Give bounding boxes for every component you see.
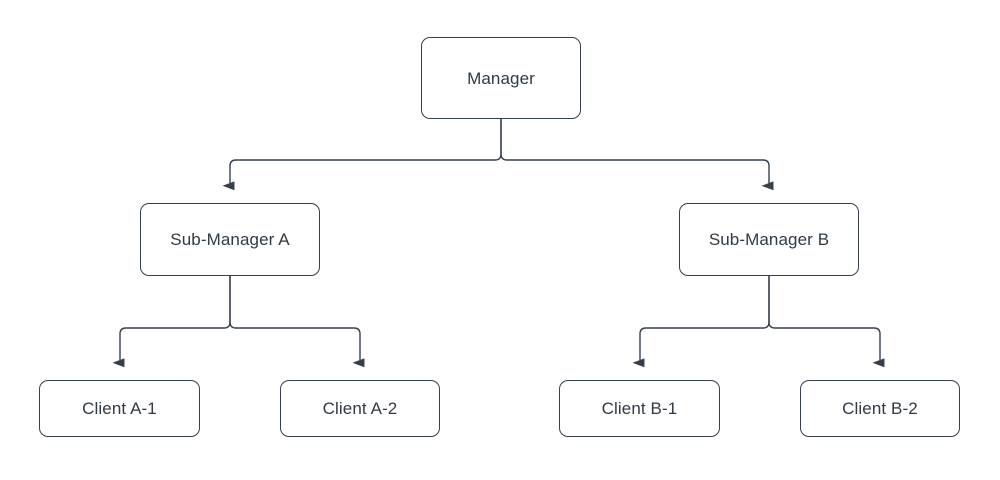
- node-manager[interactable]: Manager: [421, 37, 581, 119]
- node-client-b-2[interactable]: Client B-2: [800, 380, 960, 437]
- edge-sub-manager-a-to-client-a-2: [229, 275, 365, 368]
- node-client-a-1-label: Client A-1: [82, 399, 157, 418]
- node-client-b-2-label: Client B-2: [842, 399, 918, 418]
- node-client-a-2[interactable]: Client A-2: [280, 380, 440, 437]
- node-client-b-1[interactable]: Client B-1: [559, 380, 720, 437]
- node-sub-manager-a-label: Sub-Manager A: [170, 230, 290, 249]
- edge-sub-manager-b-to-client-b-1: [632, 275, 770, 368]
- edge-manager-to-sub-manager-a: [222, 118, 502, 191]
- node-client-a-1[interactable]: Client A-1: [39, 380, 200, 437]
- edge-manager-to-sub-manager-b: [500, 118, 774, 191]
- node-sub-manager-a[interactable]: Sub-Manager A: [140, 203, 320, 276]
- node-sub-manager-b[interactable]: Sub-Manager B: [679, 203, 859, 276]
- node-client-a-2-label: Client A-2: [322, 399, 398, 418]
- node-client-b-1-label: Client B-1: [601, 399, 678, 418]
- node-sub-manager-b-label: Sub-Manager B: [708, 230, 830, 249]
- edge-sub-manager-a-to-client-a-1: [112, 275, 231, 368]
- edge-sub-manager-b-to-client-b-2: [768, 275, 885, 368]
- node-manager-label: Manager: [467, 68, 535, 88]
